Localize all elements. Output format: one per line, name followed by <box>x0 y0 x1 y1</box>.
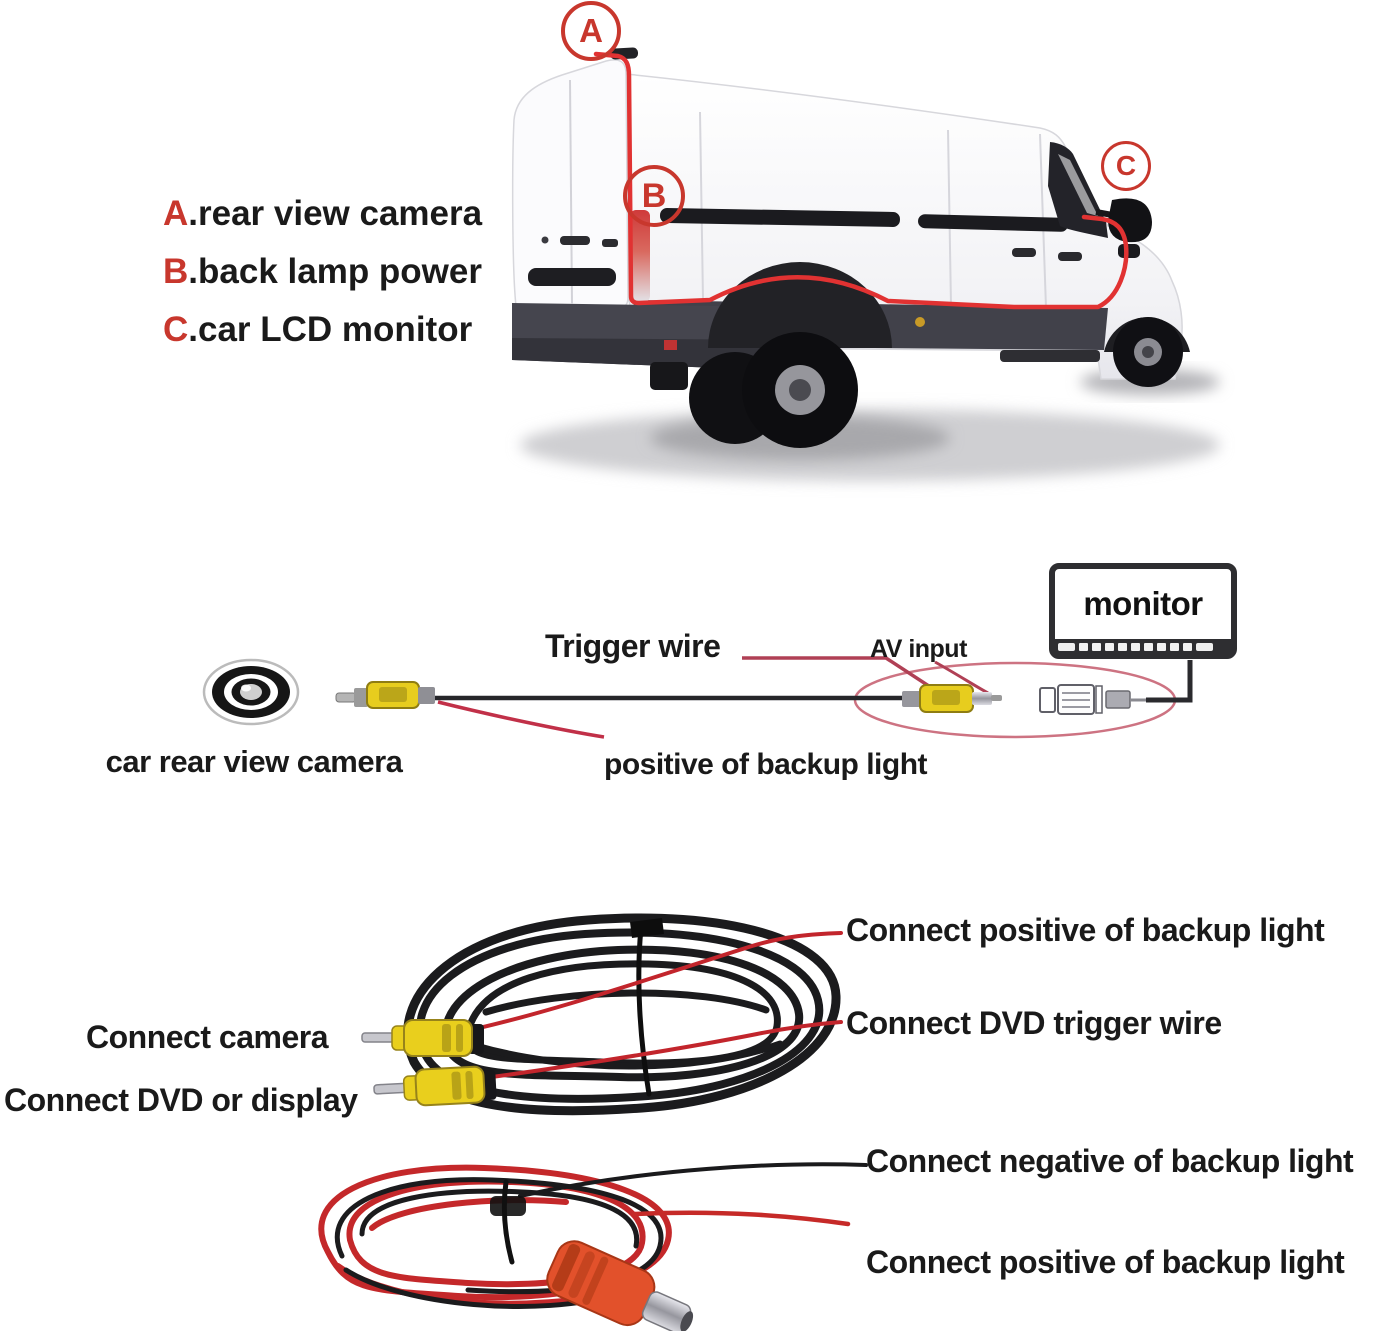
rca-plug-camera-side <box>335 681 435 709</box>
connect-dvd-trigger-label: Connect DVD trigger wire <box>846 1005 1222 1041</box>
zip-tie <box>630 918 664 938</box>
legend-letter: B <box>163 252 189 291</box>
legend-item-rear-view-camera: A.rear view camera <box>163 185 482 243</box>
monitor-screen: monitor <box>1055 569 1231 638</box>
connect-positive-backup-label-bottom: Connect positive of backup light <box>866 1244 1345 1280</box>
rca-harness-cable <box>361 913 843 1116</box>
dc-power-plug <box>546 1240 694 1331</box>
connect-dvd-display-label: Connect DVD or display <box>4 1082 358 1118</box>
trigger-wire-pointer <box>742 656 939 694</box>
van-illustration <box>511 47 1220 481</box>
legend-item-back-lamp-power: B.back lamp power <box>163 243 482 301</box>
zip-tie <box>490 1196 526 1216</box>
rca-plug-to-camera <box>361 1019 484 1057</box>
legend: A.rear view camera B.back lamp power C.c… <box>163 185 482 359</box>
legend-letter: C <box>163 310 189 349</box>
monitor-button-strip <box>1053 639 1233 655</box>
monitor-label: monitor <box>1083 584 1203 622</box>
marker-b: B <box>623 165 685 227</box>
positive-lead <box>631 1210 851 1227</box>
rca-plug-av-side <box>902 684 1002 713</box>
connect-positive-backup-label-top: Connect positive of backup light <box>846 912 1325 948</box>
negative-lead <box>518 1162 868 1198</box>
tail-lamp <box>630 210 650 302</box>
camera-caption: car rear view camera <box>105 744 403 779</box>
legend-text: .car LCD monitor <box>188 310 473 349</box>
backup-light-wire <box>437 700 605 739</box>
wiring-schematic <box>202 656 1193 739</box>
backup-light-caption: positive of backup light <box>604 748 928 781</box>
legend-item-car-lcd-monitor: C.car LCD monitor <box>163 301 482 359</box>
camera-lens-icon <box>202 658 300 726</box>
legend-letter: A <box>163 194 189 233</box>
trigger-wire-label: Trigger wire <box>545 628 721 664</box>
side-mirror <box>1108 198 1152 243</box>
av-input-coupler <box>1039 684 1131 715</box>
backup-positive-lead <box>450 931 843 1036</box>
rca-plug-to-dvd <box>373 1065 497 1107</box>
av-input-pointer <box>934 660 989 695</box>
monitor-wire <box>1146 660 1193 703</box>
marker-a: A <box>561 1 621 61</box>
connect-negative-backup-label: Connect negative of backup light <box>866 1143 1354 1179</box>
dvd-trigger-lead <box>468 1020 843 1082</box>
cable-route-trace <box>593 51 1129 310</box>
monitor-box: monitor <box>1049 563 1237 659</box>
power-wire-cable <box>318 1162 868 1331</box>
marker-c: C <box>1101 141 1151 191</box>
av-input-label: AV input <box>870 635 967 663</box>
legend-text: .rear view camera <box>188 194 483 233</box>
legend-text: .back lamp power <box>188 252 482 291</box>
connect-camera-label: Connect camera <box>86 1019 328 1055</box>
